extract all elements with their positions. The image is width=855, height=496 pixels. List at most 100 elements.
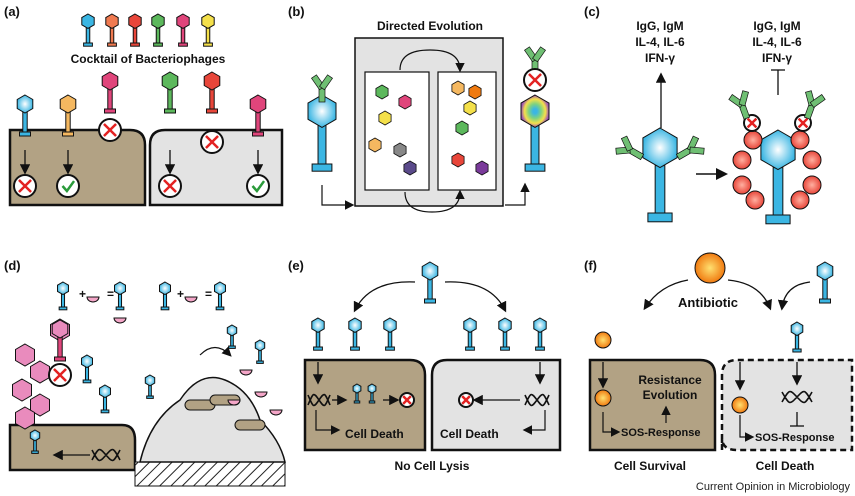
antibody-icon [803, 90, 826, 120]
blocked-x-icon [458, 392, 474, 408]
pink-particle [30, 360, 50, 384]
phage-head [29, 429, 41, 442]
antibody-arm [809, 94, 826, 108]
phage [59, 94, 77, 137]
d-equals-2: = [205, 287, 212, 301]
e-death-arrow [522, 410, 546, 435]
d-plus-2: + [177, 287, 184, 301]
phage-head [816, 261, 834, 281]
antibody-arm [319, 74, 333, 91]
x-cross [461, 395, 471, 405]
blocked-x-icon [399, 392, 415, 408]
panel-e-label: (e) [288, 258, 304, 273]
c-left-line-1: IgG, IgM [636, 19, 683, 33]
red-particle [745, 190, 765, 210]
phage-baseplate [146, 395, 154, 399]
pink-particle [30, 393, 50, 417]
phage-head [307, 94, 337, 128]
phage [533, 317, 547, 351]
phage [101, 71, 119, 114]
c-left-line-3: IFN-γ [645, 51, 675, 65]
red-particle [790, 130, 810, 150]
phage-tail [167, 87, 173, 111]
mutant-phage-head [368, 137, 382, 153]
phage-tail [57, 335, 63, 359]
receptor-decoy [86, 296, 100, 303]
phage-head [99, 384, 111, 399]
dna-strands [781, 390, 813, 404]
red-particle [732, 150, 752, 170]
phage [144, 374, 156, 399]
phage-baseplate [31, 450, 39, 454]
receptor-decoy [113, 317, 127, 324]
sos-response-left: SOS-Response [621, 427, 700, 439]
phage-tail [317, 124, 327, 166]
phage [254, 339, 266, 364]
check-circle [246, 174, 270, 198]
phage-head [498, 317, 512, 333]
output-arrow [505, 182, 530, 206]
host-cell-d [8, 423, 137, 472]
phage-tail [255, 110, 261, 134]
phage-tail [530, 124, 540, 166]
phage-baseplate [792, 348, 802, 353]
phage-head [161, 71, 179, 91]
phage [128, 13, 142, 47]
antibody-icon [311, 74, 333, 103]
antibiotic-molecule [694, 252, 726, 284]
blocked-x-icon [13, 174, 37, 198]
phage-head [533, 317, 547, 333]
phage [161, 71, 179, 114]
phage-baseplate [819, 298, 831, 304]
check-mark [251, 180, 266, 193]
check-icon [56, 174, 80, 198]
blocked-x-icon [523, 68, 547, 92]
phage-head [105, 13, 119, 29]
phage [203, 71, 221, 114]
check-mark [61, 180, 76, 193]
mutant-phage-head [375, 84, 389, 100]
phage-head [311, 317, 325, 333]
e-left-cell-death: Cell Death [345, 427, 404, 441]
phage-tail [107, 87, 113, 111]
receptor-decoy [269, 409, 283, 416]
x-cross [103, 123, 117, 137]
panel-c-label: (c) [584, 4, 600, 19]
phage-head [176, 13, 190, 29]
phage [16, 94, 34, 137]
phage-baseplate [368, 400, 376, 404]
phage-baseplate [252, 131, 264, 137]
evolution-cycle-arrow-top [399, 49, 465, 73]
d-curved-arrow [199, 346, 232, 357]
phage-head [159, 281, 171, 296]
mutant-phage-head [451, 80, 465, 96]
antibiotic-molecule [594, 389, 612, 407]
e-arrow-left [353, 281, 416, 313]
phage-head [463, 317, 477, 333]
phage-tail [209, 87, 215, 111]
phage-baseplate [424, 298, 436, 304]
phage-head [790, 321, 804, 337]
phage-baseplate [765, 214, 791, 225]
phage-baseplate [115, 306, 125, 311]
panel-f-label: (f) [584, 258, 597, 273]
phage-baseplate [58, 306, 68, 311]
blocked-x-icon [743, 114, 761, 132]
phage-baseplate [206, 108, 218, 114]
phage-tail [467, 329, 473, 349]
phage-tail [427, 277, 433, 301]
red-particle [732, 175, 752, 195]
mutant-phage-head [455, 120, 469, 136]
sos-response-right: SOS-Response [755, 432, 834, 444]
phage-tail [654, 165, 666, 215]
antibody-arm [620, 135, 634, 152]
phage-tail [65, 110, 71, 134]
receptor-decoy [254, 391, 268, 398]
phage-baseplate [82, 379, 92, 384]
phage-head [352, 383, 362, 394]
phage-head [760, 129, 796, 171]
phage-head [16, 94, 34, 114]
antibiotic-molecule [594, 331, 612, 349]
